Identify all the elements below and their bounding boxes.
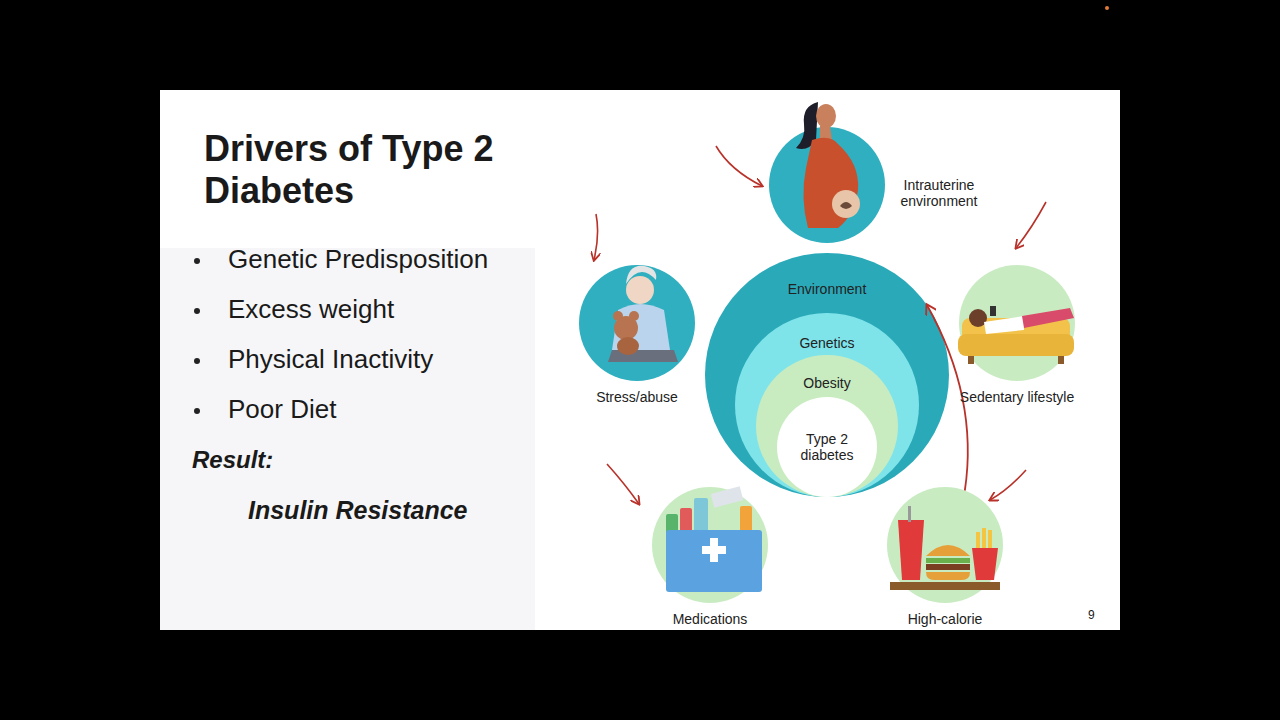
node-label: Type 2 diabetes — [787, 431, 867, 463]
satellite-circle — [887, 487, 1003, 603]
node-label: Sedentary lifestyle — [960, 389, 1074, 405]
satellite-circle — [579, 265, 695, 381]
factor-circle: High-calorie — [887, 487, 1003, 603]
couch-person-icon — [958, 306, 1074, 364]
elderly-person-icon — [608, 266, 678, 362]
fast-food-icon — [890, 506, 1000, 590]
environment-circle: EnvironmentGeneticsObesityType 2 diabete… — [705, 253, 949, 497]
genetics-circle: GeneticsObesityType 2 diabetes — [735, 313, 919, 497]
bullet-text: Excess weight — [228, 294, 394, 325]
cursor-dot — [1105, 6, 1109, 10]
result-text: Insulin Resistance — [248, 496, 468, 525]
bullet-dots — [194, 258, 200, 414]
node-label: High-calorie — [908, 611, 983, 627]
node-label: Intrauterine environment — [891, 177, 987, 209]
core-circle: Type 2 diabetes — [777, 397, 877, 497]
node-label: Environment — [767, 281, 887, 297]
obesity-circle: ObesityType 2 diabetes — [756, 355, 898, 497]
node-label: Obesity — [782, 375, 872, 391]
node-label: Stress/abuse — [596, 389, 678, 405]
node-label: Medications — [673, 611, 748, 627]
factor-circle: Intrauterine environment — [769, 127, 885, 243]
bullet-text: Poor Diet — [228, 394, 336, 425]
satellite-circle — [652, 487, 768, 603]
factor-circle: Medications — [652, 487, 768, 603]
slide-background — [160, 90, 1120, 630]
left-panel — [160, 248, 535, 630]
result-label: Result: — [192, 446, 273, 474]
bullet-text: Genetic Predisposition — [228, 244, 488, 275]
factor-circle: Sedentary lifestyle — [959, 265, 1075, 381]
factor-circle: Stress/abuse — [579, 265, 695, 381]
pregnant-woman-icon — [796, 102, 860, 228]
node-label: Genetics — [777, 335, 877, 351]
bullet-text: Physical Inactivity — [228, 344, 433, 375]
slide-title: Drivers of Type 2 Diabetes — [204, 128, 524, 212]
satellite-circle — [769, 127, 885, 243]
satellite-circle — [959, 265, 1075, 381]
medications-icon — [666, 486, 762, 592]
annotation-arrows — [594, 146, 1046, 504]
page-number: 9 — [1088, 608, 1095, 622]
